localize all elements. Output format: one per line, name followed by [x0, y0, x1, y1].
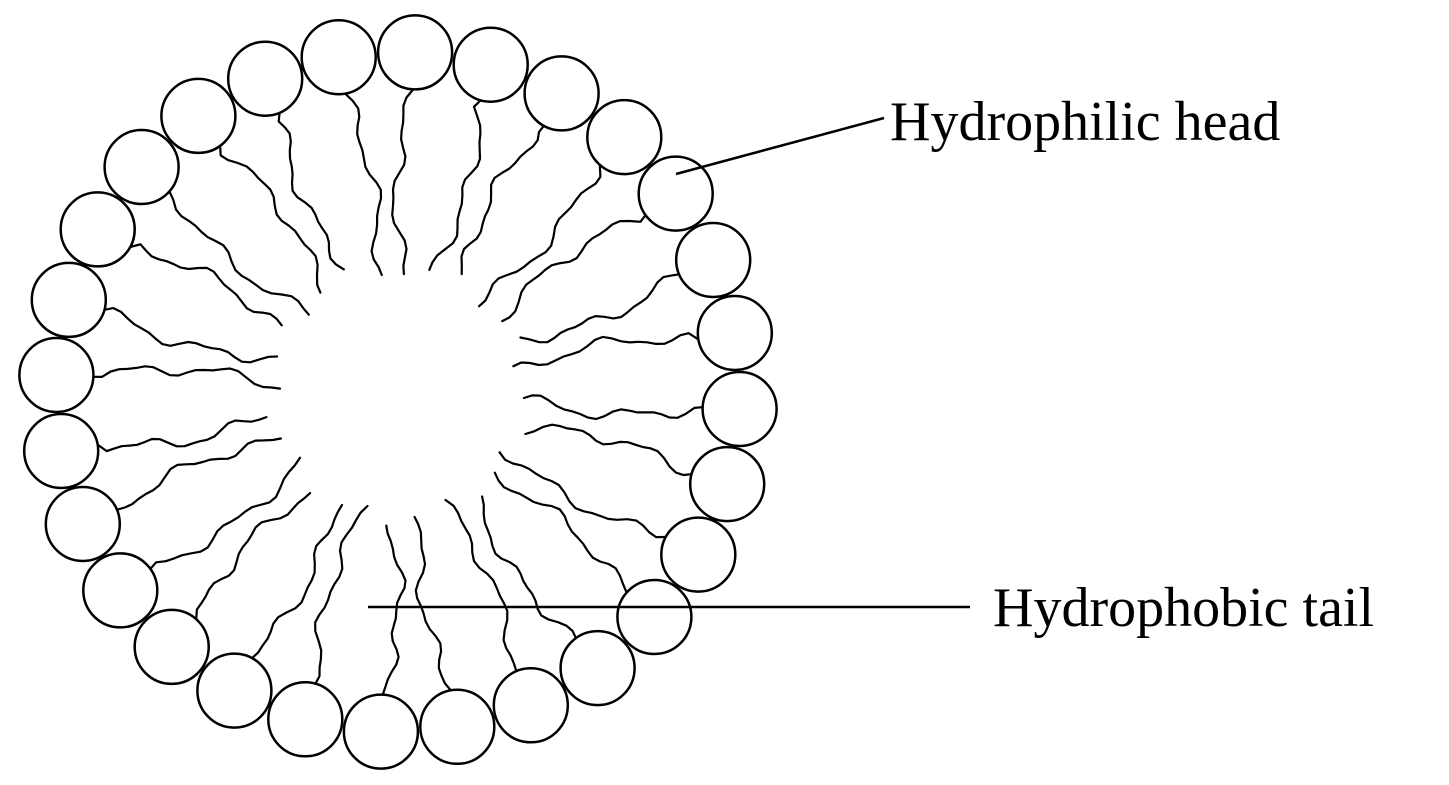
hydrophilic-head: [44, 485, 122, 563]
hydrophilic-head: [133, 608, 210, 686]
hydrophilic-head: [18, 336, 95, 414]
hydrophilic-head: [82, 552, 159, 629]
hydrophobic-tail: [478, 163, 602, 308]
hydrophobic-tail: [522, 394, 704, 421]
hydrophobic-tail: [219, 144, 322, 294]
hydrophobic-tail: [129, 243, 283, 327]
hydrophilic-head: [452, 26, 529, 103]
hydrophobic-tail: [103, 307, 279, 364]
hydrophilic-head: [267, 681, 344, 758]
head-leader-line: [675, 116, 885, 176]
hydrophobic-tail: [277, 111, 345, 271]
hydrophilic-head: [586, 98, 663, 176]
hydrophobic-tail: [92, 365, 282, 390]
hydrophilic-head: [342, 693, 420, 770]
hydrophilic-head: [22, 412, 100, 490]
hydrophobic-tail: [149, 456, 302, 570]
hydrophobic-tail: [428, 99, 482, 271]
hydrophobic-tail: [501, 214, 647, 323]
hydrophilic-heads: [18, 14, 778, 770]
hydrophilic-head: [30, 261, 108, 339]
hydrophobic-tails: [92, 88, 704, 696]
hydrophobic-tail-label: Hydrophobic tail: [993, 577, 1374, 639]
hydrophilic-head: [616, 578, 693, 656]
hydrophobic-tail: [195, 492, 312, 621]
hydrophobic-tail: [498, 451, 667, 539]
hydrophilic-head: [376, 14, 454, 91]
hydrophilic-head: [196, 652, 273, 729]
hydrophilic-head: [688, 445, 766, 523]
hydrophobic-tail: [344, 92, 383, 277]
hydrophobic-tail: [115, 437, 282, 511]
hydrophilic-head: [696, 294, 774, 372]
hydrophilic-head: [674, 221, 752, 299]
hydrophobic-tail: [524, 423, 693, 477]
hydrophilic-head: [226, 40, 304, 117]
hydrophilic-head: [419, 688, 496, 766]
hydrophobic-tail: [96, 416, 268, 453]
hydrophobic-tail: [251, 503, 344, 660]
hydrophobic-tail: [314, 504, 369, 685]
hydrophobic-tail: [460, 124, 545, 276]
hydrophilic-head: [660, 516, 737, 593]
hydrophilic-head: [300, 18, 377, 96]
hydrophobic-tail: [168, 190, 310, 316]
hydrophobic-tail: [413, 515, 452, 692]
hydrophilic-head-label: Hydrophilic head: [890, 91, 1280, 153]
hydrophilic-head: [160, 77, 237, 155]
hydrophilic-head: [559, 629, 636, 707]
hydrophilic-head: [103, 128, 180, 206]
hydrophobic-tail: [481, 495, 577, 640]
hydrophobic-tail: [512, 332, 700, 368]
hydrophobic-tail: [381, 524, 407, 696]
hydrophobic-tail: [519, 273, 681, 344]
hydrophobic-tail: [493, 471, 628, 594]
hydrophilic-head: [59, 191, 136, 268]
hydrophilic-head: [701, 370, 778, 448]
hydrophobic-tail: [444, 498, 518, 673]
hydrophilic-head: [523, 55, 600, 132]
hydrophilic-head: [492, 667, 570, 744]
hydrophilic-head: [637, 155, 714, 232]
hydrophobic-tail: [391, 88, 415, 276]
